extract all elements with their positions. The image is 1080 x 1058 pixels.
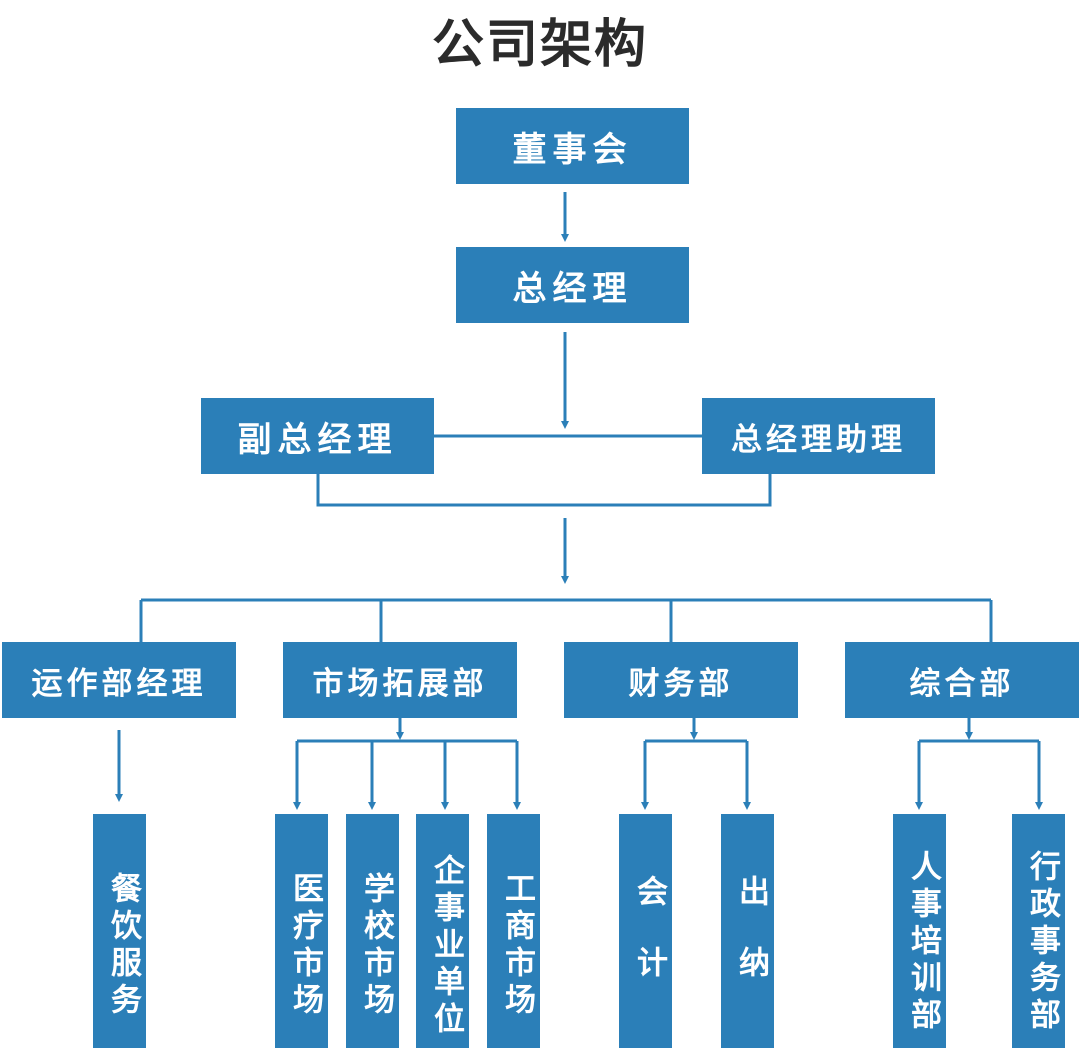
chart-title: 公司架构 [431, 15, 648, 75]
general-manager-assistant-box: 总经理助理 [702, 398, 935, 474]
school-market-box: 学校市场 [346, 814, 399, 1048]
finance-department-box: 财务部 [564, 642, 798, 718]
market-development-box: 市场拓展部 [283, 642, 517, 718]
administration-box: 行政事务部 [1012, 814, 1065, 1048]
commerce-market-box: 工商市场 [487, 814, 540, 1048]
deputy-general-manager-box: 副总经理 [201, 398, 434, 474]
catering-service-box: 餐饮服务 [93, 814, 146, 1048]
operations-manager-box: 运作部经理 [2, 642, 236, 718]
general-manager-box: 总经理 [456, 247, 689, 323]
hr-training-box: 人事培训部 [893, 814, 946, 1048]
cashier-box: 出纳 [721, 814, 774, 1048]
medical-market-box: 医疗市场 [275, 814, 328, 1048]
accounting-box: 会计 [619, 814, 672, 1048]
enterprise-units-box: 企事业单位 [416, 814, 469, 1048]
general-department-box: 综合部 [845, 642, 1079, 718]
board-box: 董事会 [456, 108, 689, 184]
